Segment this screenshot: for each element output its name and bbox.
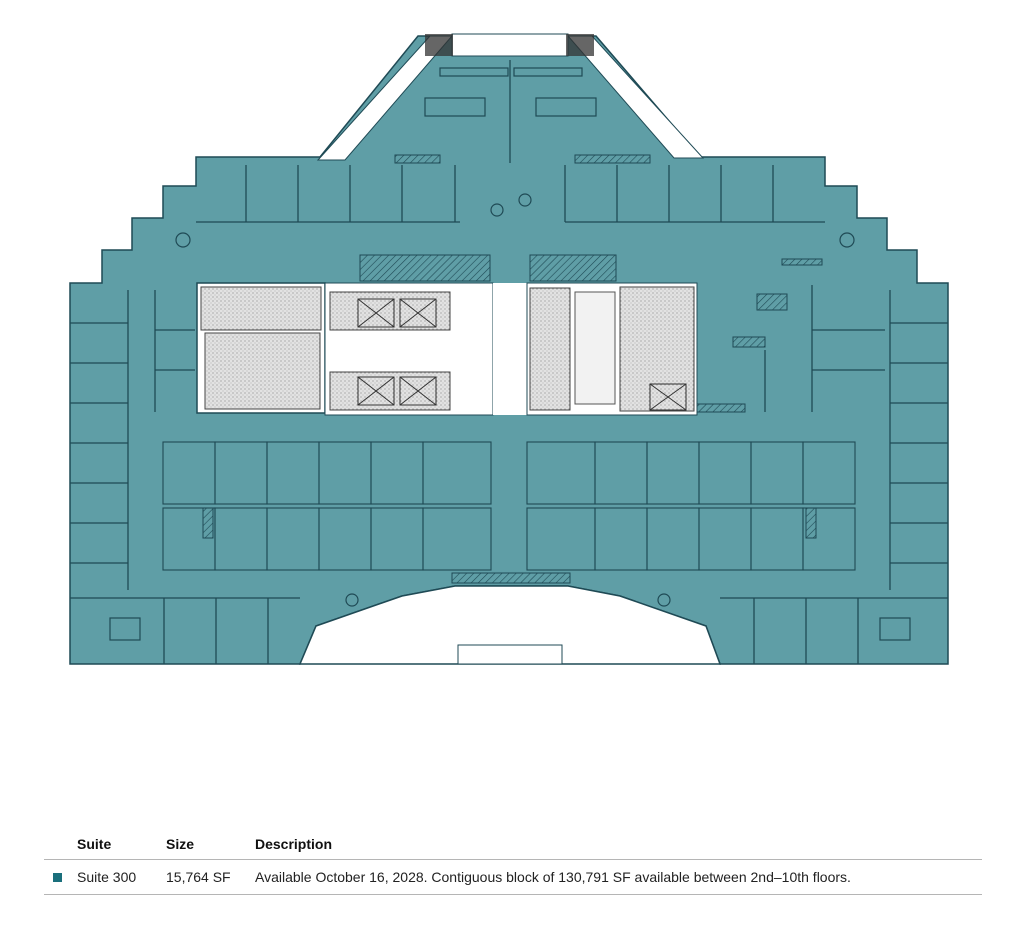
- entrance-plaza: [298, 585, 722, 665]
- suite-size: 15,764 SF: [166, 869, 231, 885]
- legend-table: Suite Size Description Suite 300 15,764 …: [44, 836, 982, 895]
- suite-color-swatch-cell: [44, 860, 77, 895]
- suite-name: Suite 300: [77, 869, 137, 885]
- suite-legend: Suite Size Description Suite 300 15,764 …: [44, 836, 982, 895]
- floor-plan: [69, 33, 949, 665]
- swatch-header: [44, 836, 77, 860]
- size-header: Size: [166, 836, 195, 852]
- description-header: Description: [255, 836, 333, 852]
- suite-description: Available October 16, 2028. Contiguous b…: [255, 869, 851, 885]
- building-core: [196, 282, 698, 416]
- suite-header: Suite: [77, 836, 112, 852]
- legend-row[interactable]: Suite 300 15,764 SF Available October 16…: [44, 860, 982, 895]
- legend-header-row: Suite Size Description: [44, 836, 982, 860]
- suite-color-swatch: [53, 873, 62, 882]
- top-window-center: [451, 33, 569, 57]
